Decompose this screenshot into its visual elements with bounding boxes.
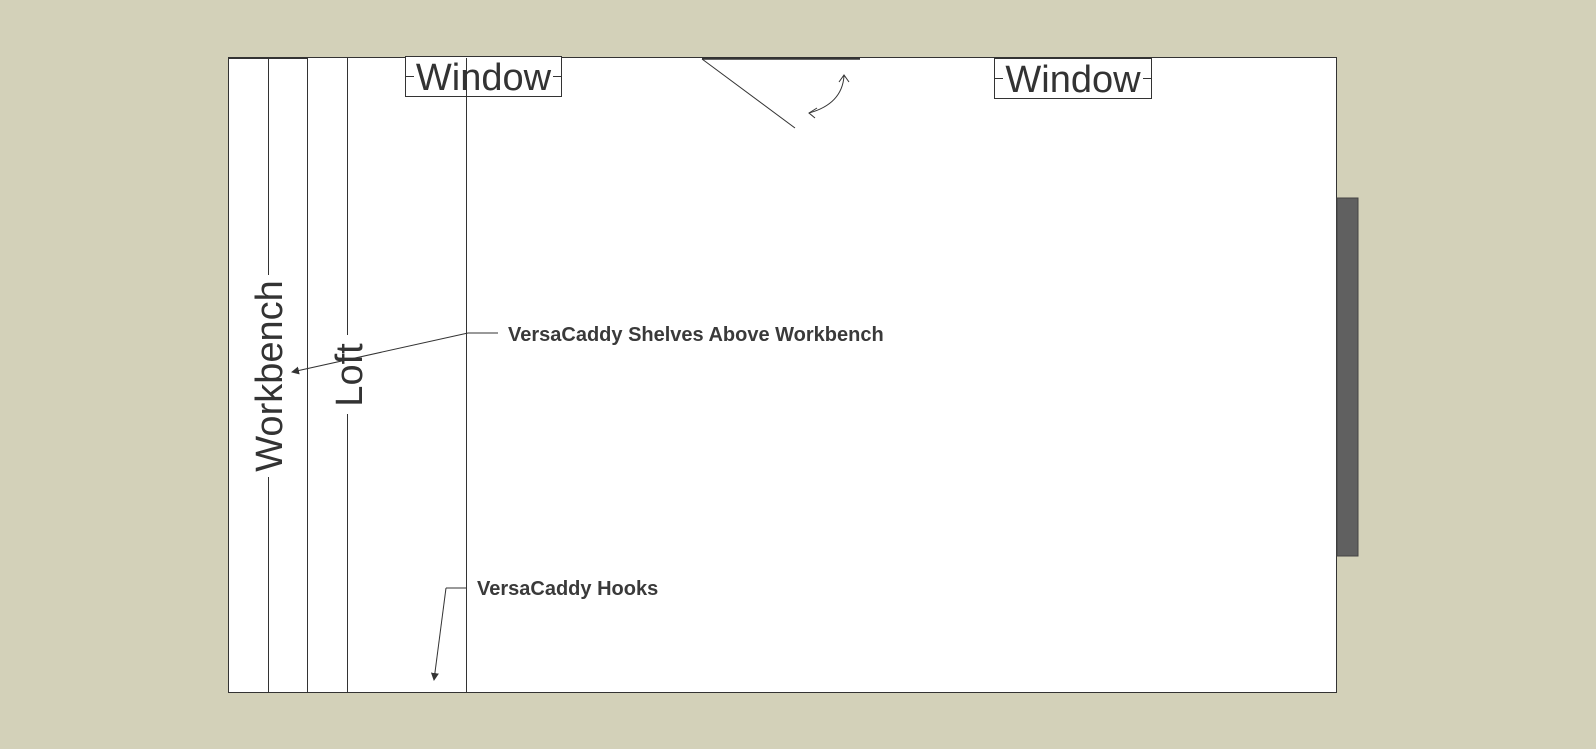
hooks-callout: VersaCaddy Hooks (430, 578, 658, 681)
entry-door (701, 57, 860, 129)
garage-room-outline (228, 57, 1337, 693)
door-leaf (701, 58, 796, 129)
loft-label: Loft (329, 343, 371, 407)
hooks-callout-text: VersaCaddy Hooks (477, 578, 658, 600)
window-right-label: Window (1005, 59, 1141, 101)
garage-door-panel (1336, 197, 1359, 557)
shelves-callout: VersaCaddy Shelves Above Workbench (291, 324, 884, 375)
shelves-callout-text: VersaCaddy Shelves Above Workbench (508, 324, 884, 346)
hooks-callout-arrow (430, 587, 447, 681)
window-left: Window (405, 56, 562, 99)
workbench-label: Workbench (249, 280, 291, 472)
door-swing-arrow-icon (808, 75, 845, 114)
window-right: Window (994, 58, 1152, 101)
window-left-label: Window (416, 57, 552, 99)
